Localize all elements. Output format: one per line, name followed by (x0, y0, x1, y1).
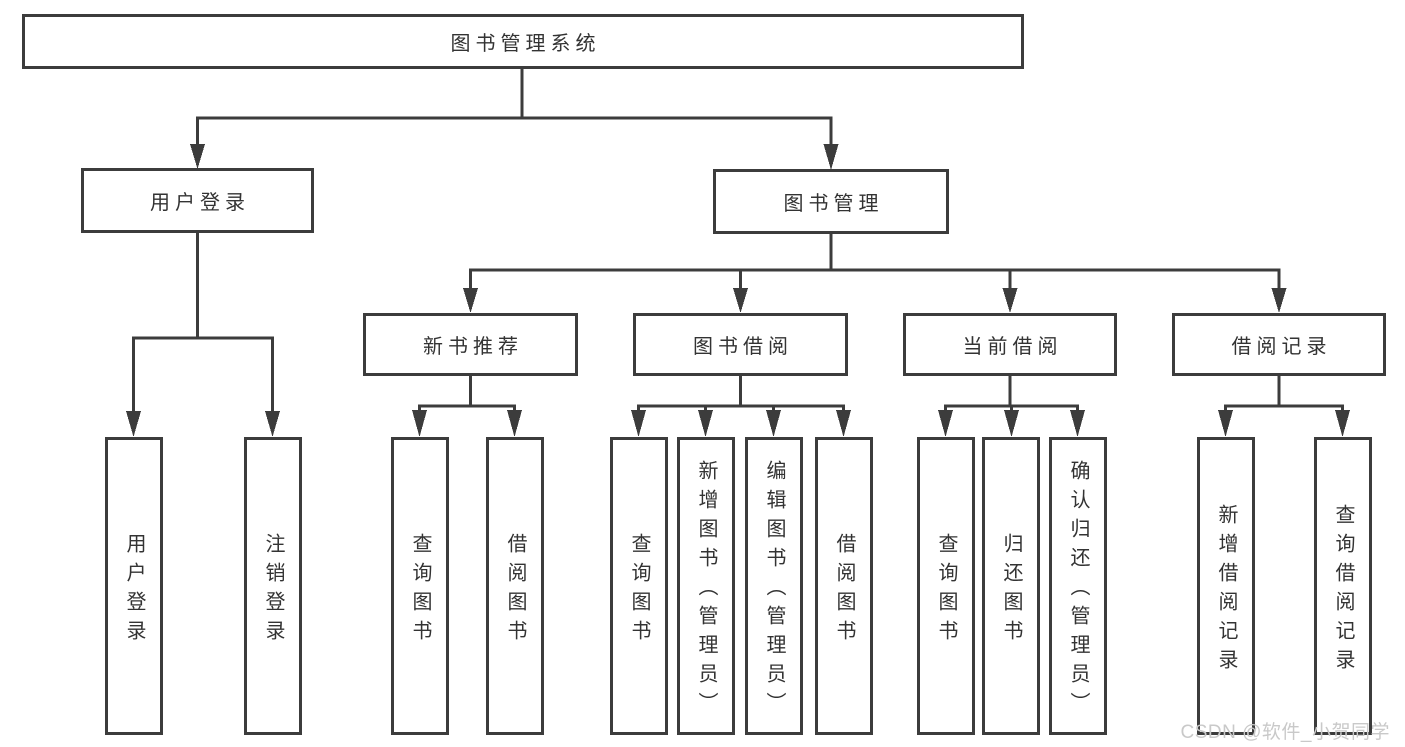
leaf-query-books-recommend: 查询图书 (391, 437, 449, 735)
leaf-add-borrow-record: 新增借阅记录 (1197, 437, 1255, 735)
leaf-user-login: 用户登录 (105, 437, 163, 735)
leaf-label: 归还图书 (1000, 532, 1022, 649)
node-label: 图书管理系统 (450, 33, 601, 55)
leaf-borrow-books-recommend: 借阅图书 (486, 437, 544, 735)
node-book-management: 图书管理 (713, 169, 949, 234)
node-label: 新书推荐 (423, 336, 523, 358)
leaf-borrow-books-borrowing: 借阅图书 (815, 437, 873, 735)
leaf-label: 查询图书 (935, 532, 957, 649)
leaf-label: 注销登录 (262, 532, 284, 649)
leaf-label: 查询图书 (628, 532, 650, 649)
leaf-label: 查询借阅记录 (1332, 503, 1354, 678)
leaf-label: 确认归还（管理员） (1067, 460, 1089, 721)
leaf-logout: 注销登录 (244, 437, 302, 735)
node-label: 图书借阅 (693, 336, 793, 358)
leaf-label: 编辑图书（管理员） (763, 460, 785, 721)
node-label: 借阅记录 (1231, 336, 1332, 358)
leaf-confirm-return-admin: 确认归还（管理员） (1049, 437, 1107, 735)
leaf-add-book-admin: 新增图书（管理员） (677, 437, 735, 735)
leaf-label: 查询图书 (409, 532, 431, 649)
node-label: 图书管理 (783, 193, 884, 215)
leaf-query-books-borrowing: 查询图书 (610, 437, 668, 735)
node-label: 当前借阅 (962, 336, 1063, 358)
leaf-query-borrow-record: 查询借阅记录 (1314, 437, 1372, 735)
leaf-label: 借阅图书 (504, 532, 526, 649)
node-borrow-records: 借阅记录 (1172, 313, 1386, 376)
leaf-return-book: 归还图书 (982, 437, 1040, 735)
node-library-system: 图书管理系统 (22, 14, 1024, 69)
node-label: 用户登录 (150, 192, 250, 214)
node-book-borrowing: 图书借阅 (633, 313, 848, 376)
node-user-login: 用户登录 (81, 168, 314, 233)
csdn-watermark: CSDN @软件_小贺同学 (1180, 722, 1390, 743)
leaf-query-books-current: 查询图书 (917, 437, 975, 735)
node-new-book-recommend: 新书推荐 (363, 313, 578, 376)
leaf-label: 用户登录 (123, 532, 145, 649)
leaf-label: 新增图书（管理员） (695, 460, 717, 721)
leaf-label: 借阅图书 (833, 532, 855, 649)
node-current-borrowing: 当前借阅 (903, 313, 1117, 376)
leaf-label: 新增借阅记录 (1215, 503, 1237, 678)
leaf-edit-book-admin: 编辑图书（管理员） (745, 437, 803, 735)
